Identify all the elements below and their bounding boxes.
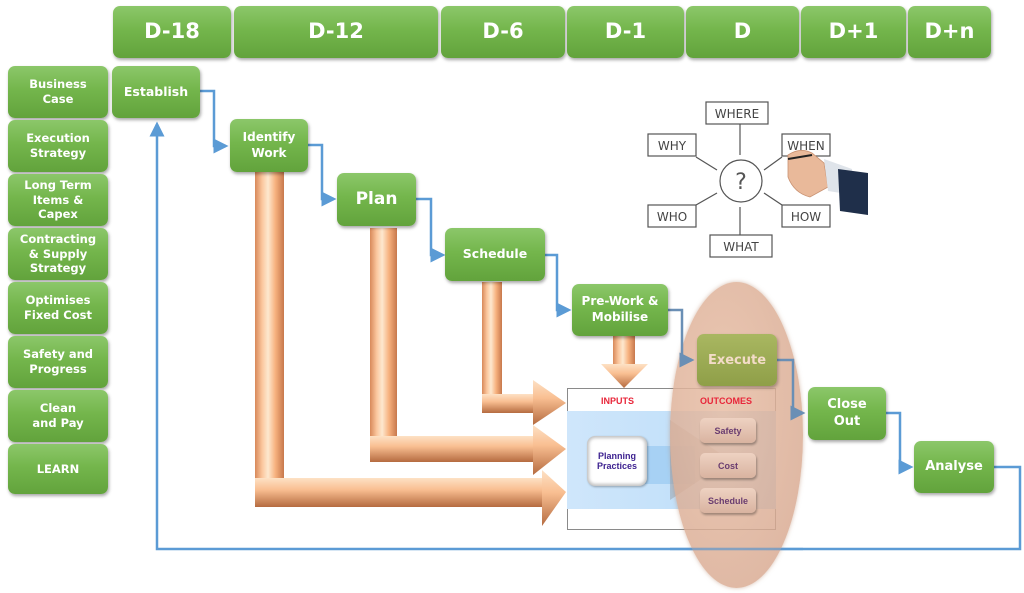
input-arrow-schedule [482,282,566,425]
step-label: Identify Work [242,129,296,160]
outcomes-label: OUTCOMES [700,396,753,406]
step-identify-work: Identify Work [230,119,308,172]
step-label: Establish [123,83,189,99]
inputs-label: INPUTS [601,396,635,406]
phase-label: D+n [924,19,975,44]
question-circle [719,159,763,203]
step-schedule: Schedule [445,228,545,281]
word-why: WHY [658,139,687,153]
word-when: WHEN [787,139,824,153]
outcome-safety: Safety [700,418,756,443]
connector-closeout-analyse [885,411,914,475]
phase-d-1: D-1 [567,6,684,58]
sidebar-item-contracting-supply: Contracting & Supply Strategy [8,228,108,280]
outcome-cost: Cost [700,453,756,478]
phase-label: D-6 [482,19,524,44]
sidebar-item-clean-pay: Clean and Pay [8,390,108,442]
phase-d-plus-1: D+1 [801,6,906,58]
connector-plan-schedule [416,197,446,263]
sidebar-item-label: Long Term Items & Capex [24,178,92,222]
phase-d-12: D-12 [234,6,438,58]
sidebar-item-label: Optimises Fixed Cost [24,293,92,322]
phase-label: D-18 [144,19,200,44]
step-close-out: Close Out [808,387,886,440]
word-what: WHAT [723,240,759,254]
hand-icon [787,150,868,215]
connector-establish-identify [200,89,229,154]
sidebar-item-label: Clean and Pay [32,401,84,430]
sidebar-item-label: Execution Strategy [26,131,90,160]
outcome-schedule: Schedule [700,488,756,513]
what-box [709,234,773,258]
input-arrow-identify [255,172,566,526]
phase-label: D+1 [828,19,879,44]
phase-label: D-1 [604,19,647,44]
sidebar-item-label: LEARN [36,461,80,476]
sidebar-item-learn: LEARN [8,444,108,494]
where-box [705,101,769,125]
input-arrow-plan [370,228,566,475]
phase-label: D [733,19,752,44]
connector-execute-closeout [777,358,806,421]
sidebar-item-label: Contracting & Supply Strategy [19,232,97,276]
phase-label: D-12 [308,19,364,44]
step-label: Schedule [462,246,528,262]
planning-practices-box: Planning Practices [587,436,647,486]
outcome-label: Cost [718,460,738,471]
planning-practices-label: Planning Practices [596,450,638,471]
step-prework-mobilise: Pre-Work & Mobilise [572,284,668,336]
sidebar-item-optimises-fixed-cost: Optimises Fixed Cost [8,282,108,334]
phase-d-6: D-6 [441,6,565,58]
phase-d-plus-n: D+n [908,6,991,58]
outcome-label: Safety [714,425,742,436]
phase-d: D [686,6,799,58]
step-label: Pre-Work & Mobilise [581,294,659,324]
sidebar-item-execution-strategy: Execution Strategy [8,120,108,172]
phase-d-18: D-18 [113,6,231,58]
step-label: Plan [355,189,398,210]
how-box [781,204,831,228]
word-how: HOW [791,210,821,224]
why-box [647,133,697,157]
sidebar-item-business-case: Business Case [8,66,108,118]
input-arrow-prework [601,336,648,388]
connector-identify-plan [308,143,337,207]
step-establish: Establish [112,66,200,118]
step-analyse: Analyse [914,441,994,493]
sidebar-item-safety-progress: Safety and Progress [8,336,108,388]
connector-prework-execute [668,308,695,368]
sidebar-item-long-term-items: Long Term Items & Capex [8,174,108,226]
connector-schedule-prework [545,253,572,318]
sidebar-item-label: Safety and Progress [22,347,94,376]
who-box [647,204,697,228]
step-label: Execute [707,352,767,368]
step-label: Close Out [827,396,867,429]
word-who: WHO [657,210,687,224]
question-mark: ? [735,170,747,195]
step-execute: Execute [697,334,777,386]
question-words-image: WHERE WHY WHEN WHO HOW WHAT ? [647,101,868,258]
outcome-label: Schedule [707,495,748,506]
step-label: Analyse [925,458,983,474]
word-where: WHERE [715,107,759,121]
sidebar-item-label: Business Case [29,77,87,106]
step-plan: Plan [337,173,416,226]
